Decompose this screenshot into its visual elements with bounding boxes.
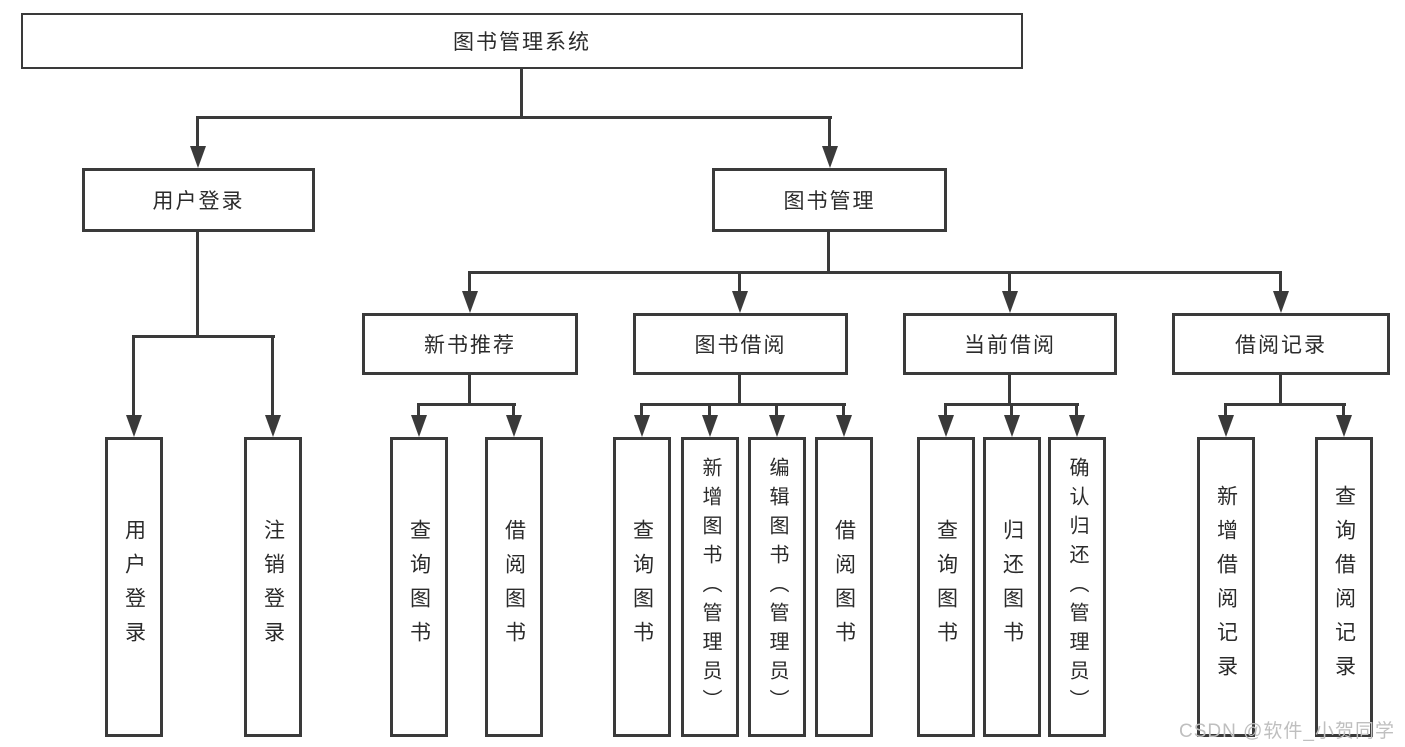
connector-line	[640, 403, 643, 417]
connector-line	[196, 232, 199, 338]
connector-arrow	[265, 415, 281, 437]
connector-line	[417, 403, 420, 417]
connector-line	[520, 69, 523, 118]
leaf-borrow-books: 借阅图书	[815, 437, 873, 737]
leaf-borrow-books-recommend: 借阅图书	[485, 437, 543, 737]
node-book-management: 图书管理	[712, 168, 947, 232]
connector-line	[640, 403, 846, 406]
node-new-book-recommend: 新书推荐	[362, 313, 578, 375]
connector-line	[468, 271, 471, 295]
connector-line	[417, 403, 516, 406]
connector-arrow	[1002, 291, 1018, 313]
connector-line	[271, 335, 274, 417]
connector-line	[1008, 271, 1011, 295]
connector-arrow	[822, 146, 838, 168]
leaf-logout-login: 注销登录	[244, 437, 302, 737]
connector-line	[1075, 403, 1078, 417]
leaf-query-books-recommend: 查询图书	[390, 437, 448, 737]
connector-line	[196, 116, 199, 148]
connector-arrow	[1069, 415, 1085, 437]
connector-line	[468, 271, 1282, 274]
connector-line	[468, 375, 471, 405]
connector-line	[1342, 403, 1345, 417]
connector-arrow	[462, 291, 478, 313]
connector-line	[842, 403, 845, 417]
watermark: CSDN @软件_小贺同学	[1179, 721, 1395, 742]
node-borrowing-records: 借阅记录	[1172, 313, 1390, 375]
connector-arrow	[190, 146, 206, 168]
connector-arrow	[702, 415, 718, 437]
connector-line	[1279, 271, 1282, 295]
connector-arrow	[732, 291, 748, 313]
connector-line	[1279, 375, 1282, 405]
leaf-query-books-current: 查询图书	[917, 437, 975, 737]
connector-line	[1008, 375, 1011, 405]
leaf-query-books-borrowing: 查询图书	[613, 437, 671, 737]
connector-arrow	[1004, 415, 1020, 437]
connector-arrow	[411, 415, 427, 437]
leaf-edit-books-admin: 编辑图书（管理员）	[748, 437, 806, 737]
connector-line	[738, 375, 741, 405]
connector-line	[1224, 403, 1227, 417]
leaf-confirm-return-admin: 确认归还（管理员）	[1048, 437, 1106, 737]
node-user-login: 用户登录	[82, 168, 315, 232]
connector-arrow	[836, 415, 852, 437]
node-book-borrowing: 图书借阅	[633, 313, 848, 375]
connector-arrow	[938, 415, 954, 437]
connector-arrow	[1273, 291, 1289, 313]
leaf-add-borrow-record: 新增借阅记录	[1197, 437, 1255, 737]
node-current-borrowing: 当前借阅	[903, 313, 1117, 375]
connector-line	[738, 271, 741, 295]
connector-line	[132, 335, 275, 338]
connector-line	[196, 116, 832, 119]
node-root: 图书管理系统	[21, 13, 1023, 69]
connector-arrow	[126, 415, 142, 437]
connector-arrow	[769, 415, 785, 437]
connector-line	[828, 116, 831, 148]
connector-line	[512, 403, 515, 417]
connector-line	[708, 403, 711, 417]
connector-line	[944, 403, 947, 417]
connector-line	[132, 335, 135, 417]
connector-arrow	[1336, 415, 1352, 437]
connector-line	[827, 232, 830, 273]
connector-line	[1010, 403, 1013, 417]
leaf-query-borrow-record: 查询借阅记录	[1315, 437, 1373, 737]
leaf-return-books: 归还图书	[983, 437, 1041, 737]
connector-arrow	[634, 415, 650, 437]
connector-line	[775, 403, 778, 417]
connector-arrow	[506, 415, 522, 437]
leaf-add-books-admin: 新增图书（管理员）	[681, 437, 739, 737]
connector-arrow	[1218, 415, 1234, 437]
leaf-user-login: 用户登录	[105, 437, 163, 737]
connector-line	[1224, 403, 1346, 406]
